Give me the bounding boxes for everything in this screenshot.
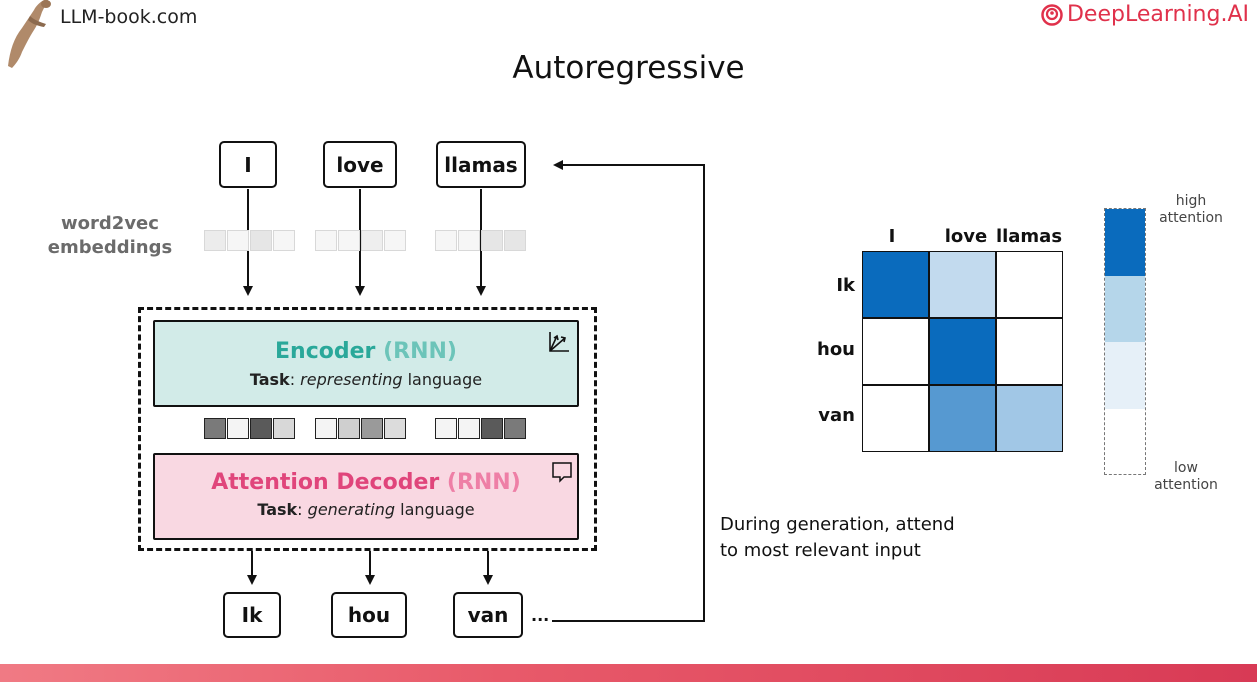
speech-bubble-icon [552, 462, 572, 483]
diagram-title: Autoregressive [512, 50, 745, 86]
legend-band-none [1105, 409, 1145, 474]
context-vector-2 [315, 418, 407, 439]
encoder-task-label: Task [249, 370, 290, 389]
attention-cell-r3-c1 [862, 385, 929, 452]
matrix-col-label-2: love [944, 226, 988, 247]
output-ellipsis: ... [531, 606, 550, 625]
legend-low-label: low attention [1154, 460, 1218, 493]
word2vec-embedding-3 [435, 230, 527, 251]
encoder-task: Task: representing language [249, 370, 483, 389]
attention-cell-r3-c3 [996, 385, 1063, 452]
word2vec-embedding-2 [315, 230, 407, 251]
decoder-task: Task: generating language [257, 500, 475, 519]
attention-cell-r1-c3 [996, 251, 1063, 318]
attention-cell-r1-c2 [929, 251, 996, 318]
context-vector-3 [435, 418, 527, 439]
caption-line2: to most relevant input [720, 540, 921, 561]
output-token-3: van [453, 592, 523, 638]
attention-cell-r2-c2 [929, 318, 996, 385]
llm-book-brand: LLM-book.com [60, 6, 198, 28]
encoder-task-rest: language [407, 370, 483, 389]
context-vector-1 [204, 418, 296, 439]
attention-cell-r2-c3 [996, 318, 1063, 385]
embedding-label: word2vec embeddings [30, 212, 190, 260]
decoder-task-rest: language [400, 500, 475, 519]
input-token-2: love [323, 141, 397, 188]
attention-cell-r2-c1 [862, 318, 929, 385]
encoder-task-italic: representing [300, 370, 403, 389]
output-token-2: hou [331, 592, 407, 638]
deeplearning-brand-text: DeepLearning.AI [1066, 2, 1249, 27]
attention-matrix [862, 251, 1064, 452]
matrix-col-label-1: I [888, 226, 896, 247]
decoder-task-label: Task [257, 500, 298, 519]
encoder-title: Encoder (RNN) [155, 339, 577, 364]
encoder-suffix: (RNN) [383, 339, 457, 364]
input-token-1: I [219, 141, 277, 188]
vector-space-icon [549, 332, 569, 352]
output-token-1: Ik [223, 592, 281, 638]
feedback-loop [552, 160, 705, 622]
footer-gradient-bar [0, 664, 1257, 682]
matrix-col-label-3: llamas [995, 226, 1063, 247]
caption-line1: During generation, attend [720, 514, 955, 535]
matrix-row-label-1: Ik [836, 275, 855, 296]
decoder-task-italic: generating [307, 500, 396, 519]
matrix-row-label-3: van [818, 405, 855, 426]
kangaroo-logo-icon [8, 0, 51, 68]
encoder-name: Encoder [275, 339, 376, 364]
legend-band-mid [1105, 276, 1145, 342]
word2vec-embedding-1 [204, 230, 296, 251]
deeplearning-logo-icon [1041, 3, 1063, 26]
encoder-decoder-container [138, 307, 597, 551]
matrix-row-label-2: hou [817, 339, 855, 360]
legend-band-low [1105, 342, 1145, 409]
decoder-block: Attention Decoder (RNN) Task: generating… [153, 453, 579, 540]
input-token-3: llamas [436, 141, 526, 188]
decoder-name: Attention Decoder [211, 470, 440, 495]
deeplearning-brand: DeepLearning.AI [1041, 2, 1249, 27]
encoder-block: Encoder (RNN) Task: representing languag… [153, 320, 579, 407]
attention-caption: During generation, attend to most releva… [720, 512, 1020, 564]
attention-cell-r3-c2 [929, 385, 996, 452]
embedding-label-line1: word2vec [61, 213, 159, 234]
decoder-suffix: (RNN) [446, 470, 521, 495]
legend-high-label: high attention [1159, 193, 1223, 226]
legend-band-high [1105, 209, 1145, 276]
decoder-title: Attention Decoder (RNN) [155, 470, 577, 495]
embedding-label-line2: embeddings [47, 237, 173, 258]
attention-legend-bar [1104, 208, 1146, 475]
attention-cell-r1-c1 [862, 251, 929, 318]
